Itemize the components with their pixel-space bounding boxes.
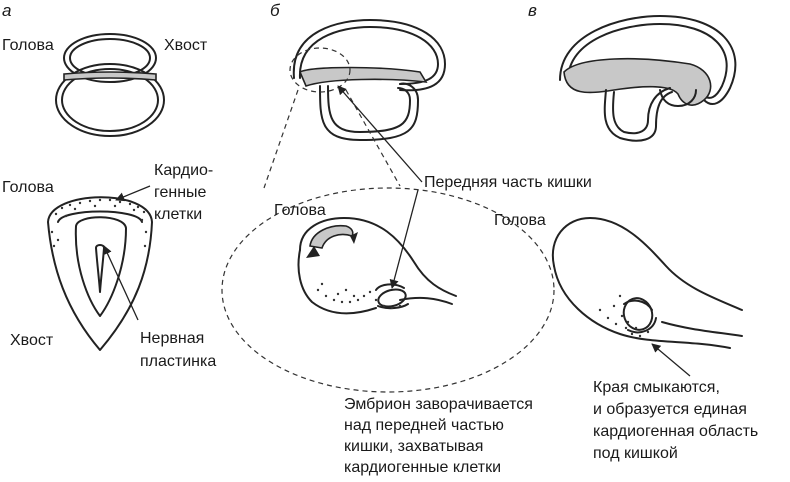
cardiogenic-cells-dots-c xyxy=(598,294,650,338)
embryo-head-zoom-c xyxy=(551,217,743,377)
panel-a-letter: а xyxy=(2,1,11,20)
panel-b-letter: б xyxy=(270,1,281,20)
embryo-head-zoom-b xyxy=(297,217,457,315)
caption-c-4: под кишкой xyxy=(593,445,678,462)
label-tail-top-a: Хвост xyxy=(164,37,208,54)
label-cardio-3: клетки xyxy=(154,206,202,223)
caption-b-3: кишки, захватывая xyxy=(344,438,483,455)
label-tail-bottom-a: Хвост xyxy=(10,332,54,349)
embryo-plate-a xyxy=(47,185,153,351)
cardiogenic-cells-dots-a xyxy=(50,198,148,248)
label-cardio-2: генные xyxy=(154,184,207,201)
label-neural-1: Нервная xyxy=(140,330,204,347)
zoom-circle-b xyxy=(221,187,555,393)
label-neural-2: пластинка xyxy=(140,353,216,370)
embryo-folding-b xyxy=(289,19,446,141)
embryo-disc-a xyxy=(55,33,165,137)
caption-b-2: над передней частью xyxy=(344,417,504,434)
caption-b-1: Эмбрион заворачивается xyxy=(344,396,533,413)
caption-c-2: и образуется единая xyxy=(593,401,747,418)
panel-b: б Передняя часть кишки Голова xyxy=(221,1,592,476)
label-head-b: Голова xyxy=(274,202,326,219)
embryo-folded-c xyxy=(559,15,737,142)
panel-c: в Голова xyxy=(494,1,758,462)
label-head-top-a: Голова xyxy=(2,37,54,54)
caption-c-3: кардиогенная область xyxy=(593,423,758,440)
caption-b-4: кардиогенные клетки xyxy=(344,459,501,476)
label-foregut: Передняя часть кишки xyxy=(424,174,592,191)
label-head-c: Голова xyxy=(494,212,546,229)
panel-c-letter: в xyxy=(528,1,537,20)
label-cardio-1: Кардио- xyxy=(154,162,213,179)
panel-a: а Голова Хвост Голова Кардио- генные кле… xyxy=(2,1,216,370)
cardiogenic-cells-dots-b xyxy=(316,282,402,310)
caption-c-1: Края смыкаются, xyxy=(593,379,720,396)
label-head-bottom-a: Голова xyxy=(2,179,54,196)
